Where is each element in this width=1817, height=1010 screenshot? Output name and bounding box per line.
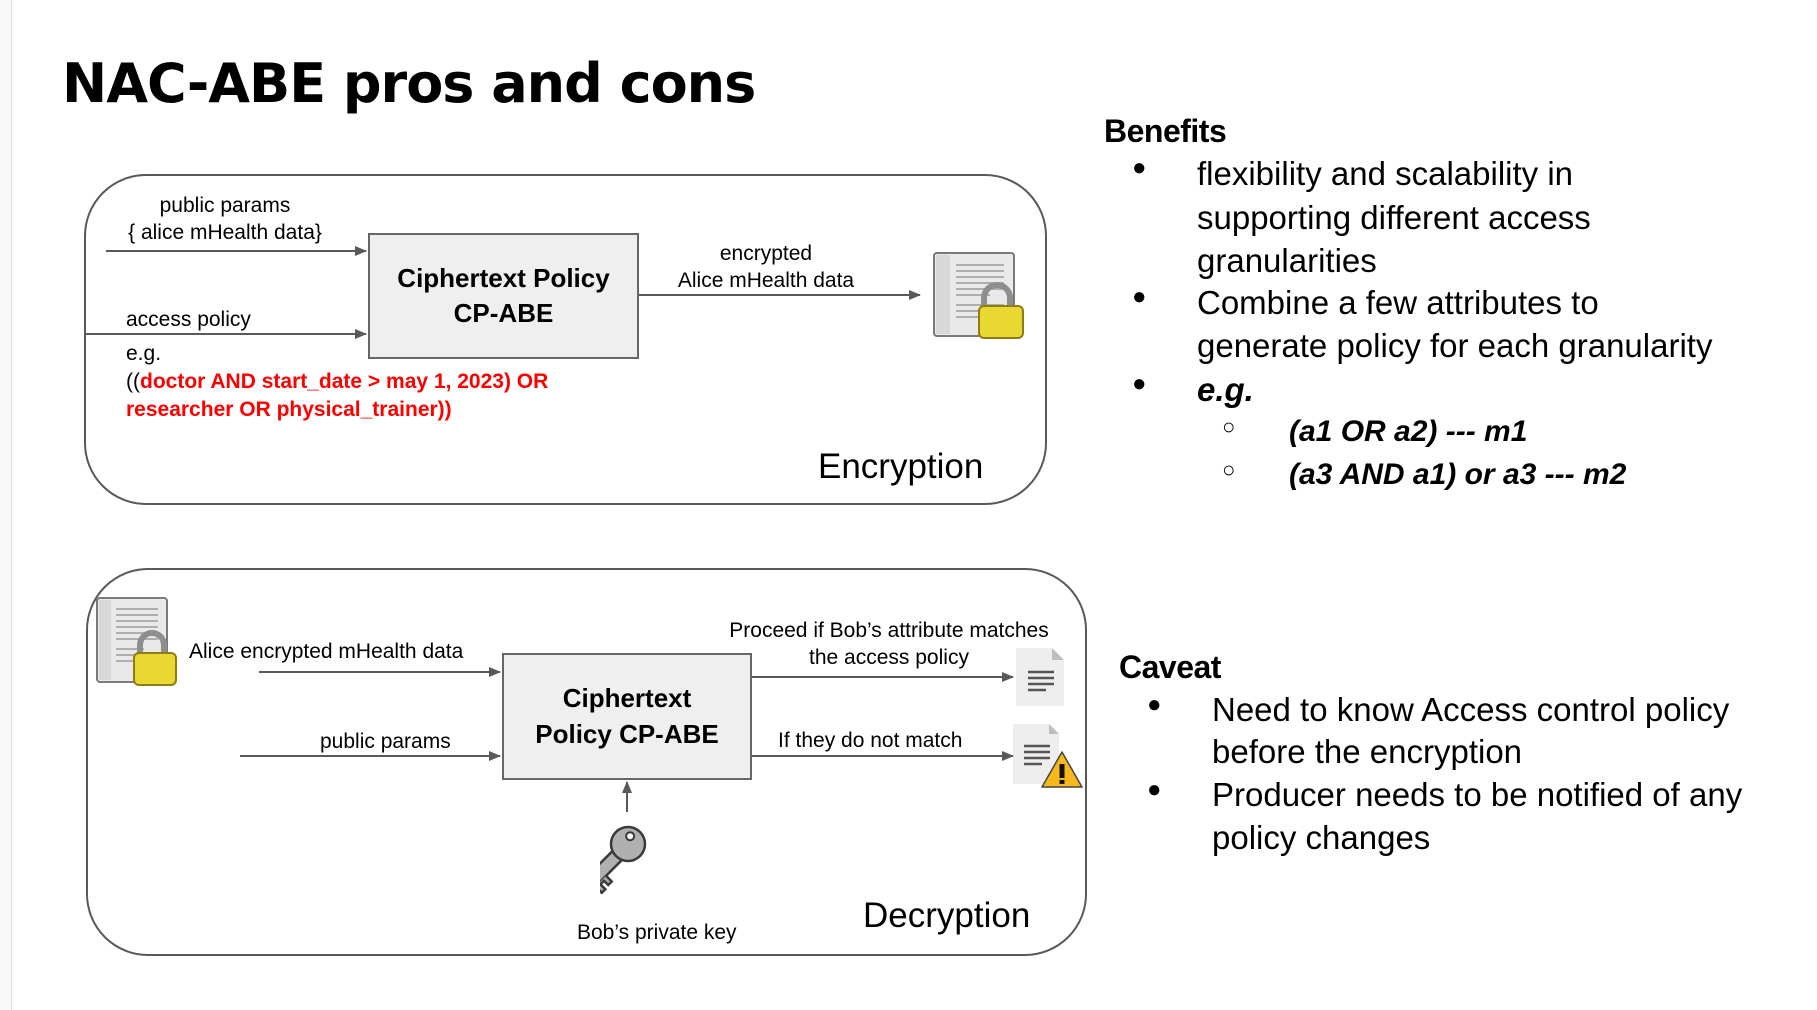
caveat-item-line: before the encryption bbox=[1212, 733, 1523, 771]
enc-output-line1: encrypted bbox=[719, 242, 813, 265]
dec-input2-label: public params bbox=[320, 730, 451, 753]
document-icon bbox=[1014, 646, 1066, 713]
benefit-item: ● e.g. bbox=[1104, 368, 1817, 412]
bullet-icon: ● bbox=[1147, 690, 1162, 718]
bullet-icon: ● bbox=[1132, 282, 1147, 310]
enc-input1-line1: public params bbox=[159, 194, 291, 217]
slide-title: NAC-ABE pros and cons bbox=[62, 52, 756, 115]
enc-policy-line1: ((doctor AND start_date > may 1, 2023) O… bbox=[126, 368, 548, 395]
benefit-example-text: (a3 AND a1) or a3 --- m2 bbox=[1289, 458, 1627, 492]
caveat-item: ● Need to know Access control policy bef… bbox=[1119, 689, 1817, 775]
benefit-item-line: flexibility and scalability in bbox=[1197, 155, 1574, 193]
encryption-process-line2: CP-ABE bbox=[453, 298, 554, 328]
benefit-example: ○ (a3 AND a1) or a3 --- m2 bbox=[1104, 455, 1817, 495]
caveat-item-line: policy changes bbox=[1212, 819, 1431, 857]
decryption-process-box: Ciphertext Policy CP-ABE bbox=[502, 653, 752, 780]
document-warning-icon bbox=[1010, 722, 1090, 797]
enc-input1-label: public params { alice mHealth data} bbox=[110, 192, 340, 247]
key-icon bbox=[578, 822, 680, 907]
dec-failure-label: If they do not match bbox=[778, 729, 963, 752]
caveat-heading: Caveat bbox=[1119, 649, 1221, 685]
benefits-heading: Benefits bbox=[1104, 113, 1227, 149]
caveat-list: ● Need to know Access control policy bef… bbox=[1119, 689, 1817, 861]
benefit-item-line: granularities bbox=[1197, 242, 1377, 280]
dec-input1-label: Alice encrypted mHealth data bbox=[189, 640, 464, 663]
benefit-item: ● flexibility and scalability in support… bbox=[1104, 152, 1817, 283]
benefit-item-line: e.g. bbox=[1197, 370, 1254, 408]
decryption-process-line2: Policy CP-ABE bbox=[535, 718, 719, 749]
sub-bullet-icon: ○ bbox=[1222, 413, 1236, 439]
caveat-section: Caveat ● Need to know Access control pol… bbox=[1119, 647, 1817, 860]
enc-output-label: encrypted Alice mHealth data bbox=[660, 240, 872, 295]
dec-success-line2: the access policy bbox=[809, 646, 969, 670]
caveat-item-line: Producer needs to be notified of any bbox=[1212, 776, 1743, 814]
dec-success-line1: Proceed if Bob’s attribute matches bbox=[729, 619, 1049, 642]
dec-success-label: Proceed if Bob’s attribute matches the a… bbox=[700, 617, 1078, 672]
decryption-process-line1: Ciphertext bbox=[562, 683, 692, 714]
enc-policy-text1: doctor AND start_date > may 1, 2023) OR bbox=[140, 370, 549, 393]
enc-input1-line2: { alice mHealth data} bbox=[128, 221, 322, 245]
encryption-process-line1: Ciphertext Policy bbox=[397, 262, 610, 293]
enc-output-line2: Alice mHealth data bbox=[677, 269, 855, 293]
left-edge-divider bbox=[0, 0, 12, 1010]
bullet-icon: ● bbox=[1132, 369, 1147, 397]
enc-policy-open: (( bbox=[126, 370, 140, 393]
caveat-item: ● Producer needs to be notified of any p… bbox=[1119, 774, 1817, 860]
benefit-item-line: Combine a few attributes to bbox=[1197, 283, 1599, 321]
dec-key-label: Bob’s private key bbox=[577, 921, 737, 944]
benefit-item: ● Combine a few attributes to generate p… bbox=[1104, 281, 1817, 368]
encryption-process-box: Ciphertext Policy CP-ABE bbox=[368, 233, 639, 359]
benefit-example-text: (a1 OR a2) --- m1 bbox=[1289, 414, 1528, 448]
benefit-item-line: generate policy for each granularity bbox=[1197, 327, 1713, 365]
encryption-section-label: Encryption bbox=[818, 447, 984, 486]
benefit-item-line: supporting different access bbox=[1197, 198, 1591, 236]
bullet-icon: ● bbox=[1147, 776, 1162, 804]
benefit-example: ○ (a1 OR a2) --- m1 bbox=[1104, 412, 1817, 452]
caveat-item-line: Need to know Access control policy bbox=[1212, 690, 1730, 728]
decryption-section-label: Decryption bbox=[863, 896, 1031, 935]
locked-document-icon bbox=[930, 250, 1030, 350]
benefits-list: ● flexibility and scalability in support… bbox=[1104, 152, 1817, 494]
enc-policy-line2: researcher OR physical_trainer)) bbox=[126, 398, 452, 421]
benefits-section: Benefits ● flexibility and scalability i… bbox=[1104, 110, 1817, 495]
locked-document-icon bbox=[94, 595, 184, 695]
enc-example-prefix: e.g. bbox=[126, 342, 162, 365]
bullet-icon: ● bbox=[1132, 154, 1147, 182]
enc-input2-label: access policy bbox=[126, 308, 251, 331]
sub-bullet-icon: ○ bbox=[1222, 457, 1236, 483]
